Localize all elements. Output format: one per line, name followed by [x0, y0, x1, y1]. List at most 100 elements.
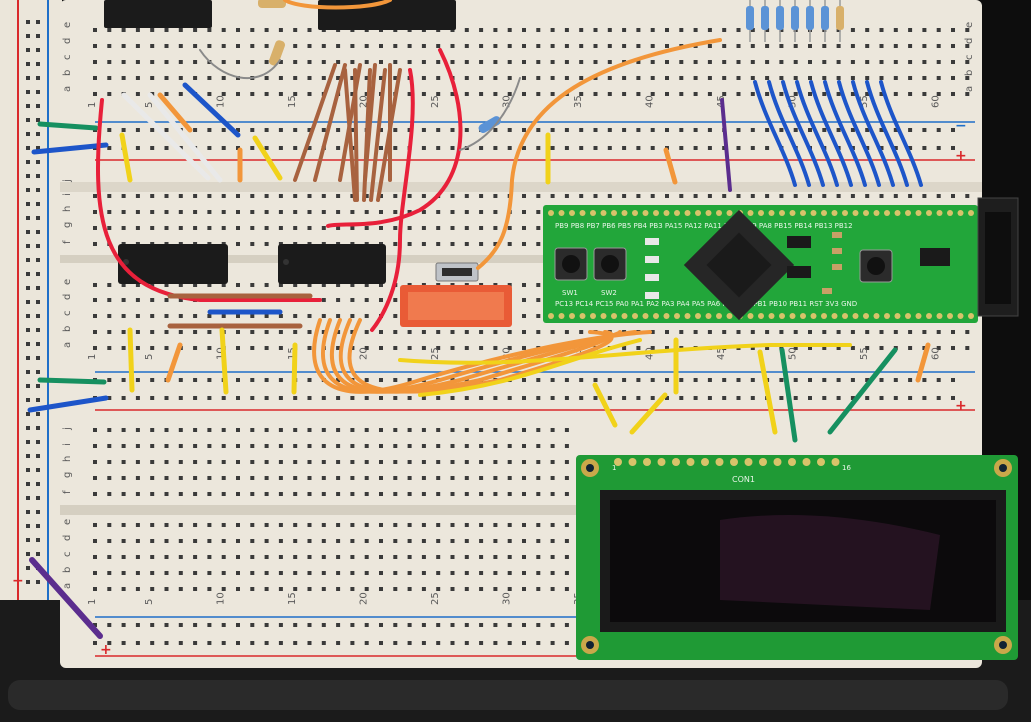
plus-sign-3: +: [12, 573, 24, 589]
row-letter: c: [964, 55, 975, 61]
jumper-wire[interactable]: [837, 80, 881, 187]
jumper-wire[interactable]: [865, 80, 909, 187]
column-number: 30: [502, 95, 513, 108]
jumper-wire[interactable]: [781, 80, 825, 187]
row-letter: i: [62, 443, 73, 446]
jumper-wire[interactable]: [418, 338, 642, 397]
column-number: 1: [87, 354, 98, 360]
jumper-wire[interactable]: [147, 92, 223, 183]
jumper-wire[interactable]: [823, 80, 867, 187]
jumper-wire[interactable]: [157, 92, 193, 133]
jumper-wire[interactable]: [326, 48, 463, 228]
column-number: 1: [87, 102, 98, 108]
jumper-wire[interactable]: [330, 318, 622, 394]
row-letter: f: [62, 240, 73, 244]
row-letter: e: [964, 22, 975, 28]
jumper-wire[interactable]: [879, 80, 923, 187]
row-letter: b: [62, 70, 73, 76]
row-letter: d: [62, 535, 73, 541]
jumper-wire[interactable]: [127, 327, 135, 393]
silkscreen-top: PB9 PB8 PB7 PB6 PB5 PB4 PB3 PA15 PA12 PA…: [555, 222, 853, 230]
row-letter: e: [62, 22, 73, 28]
jumper-wire[interactable]: [283, 0, 392, 10]
column-number: 10: [216, 592, 227, 605]
jumper-wire[interactable]: [369, 68, 387, 202]
jumper-wire[interactable]: [29, 557, 103, 639]
jumper-wire[interactable]: [376, 68, 402, 202]
jumper-wire[interactable]: [182, 82, 241, 138]
row-letter: g: [62, 472, 73, 478]
row-letter: c: [62, 552, 73, 558]
jumper-wire[interactable]: [37, 377, 107, 385]
jumper-wire[interactable]: [827, 347, 898, 435]
jumper-wire[interactable]: [851, 80, 895, 187]
jumper-wire[interactable]: [767, 80, 811, 187]
jumper-wire[interactable]: [338, 63, 362, 182]
row-letter: e: [62, 519, 73, 525]
jumper-wire[interactable]: [592, 382, 618, 428]
ic-chip-icon: [104, 0, 456, 284]
column-number: 35: [573, 95, 584, 108]
jumper-wire[interactable]: [31, 142, 109, 155]
row-letter: d: [62, 38, 73, 44]
jumper-wire[interactable]: [219, 327, 229, 395]
jumper-wire[interactable]: [338, 318, 614, 394]
column-number: 40: [645, 95, 656, 108]
jumper-wire[interactable]: [293, 63, 337, 182]
jumper-wire[interactable]: [720, 98, 732, 192]
row-letter: a: [62, 583, 73, 589]
jumper-wire[interactable]: [915, 342, 931, 383]
jumper-wire[interactable]: [629, 392, 668, 435]
row-letter: i: [62, 193, 73, 196]
jumper-wire[interactable]: [165, 342, 183, 383]
left-power-rail-strip: [0, 0, 62, 600]
column-number: 15: [287, 592, 298, 605]
push-button-icon[interactable]: SW1: [554, 247, 588, 297]
silkscreen-bottom: PC13 PC14 PC15 PA0 PA1 PA2 PA3 PA4 PA5 P…: [555, 300, 857, 308]
row-letter: j: [62, 179, 73, 183]
push-button-icon[interactable]: SW2: [593, 247, 627, 297]
jumper-wire[interactable]: [37, 121, 99, 131]
svg-text:SW1: SW1: [562, 289, 578, 297]
column-number: 60: [931, 347, 942, 360]
jumper-wire[interactable]: [199, 49, 281, 79]
column-number: 25: [430, 95, 441, 108]
jumper-wire[interactable]: [121, 92, 211, 181]
column-number: 10: [216, 95, 227, 108]
jumper-wire[interactable]: [370, 68, 415, 332]
jumper-wire[interactable]: [753, 80, 797, 187]
lcd-connector-label: CON1: [732, 475, 755, 484]
jumper-wire[interactable]: [363, 63, 377, 182]
row-letter: e: [62, 279, 73, 285]
jumper-wires: [27, 0, 931, 639]
column-number: 55: [859, 95, 870, 108]
lcd-pin-first: 1: [612, 464, 616, 472]
jumper-wire[interactable]: [119, 132, 133, 183]
row-letter: h: [62, 456, 73, 462]
svg-text:SW2: SW2: [601, 289, 617, 297]
column-number: 25: [430, 347, 441, 360]
row-letter: c: [62, 311, 73, 317]
row-letter: a: [62, 342, 73, 348]
column-number: 20: [359, 592, 370, 605]
row-letter: c: [62, 55, 73, 61]
jumper-wire[interactable]: [343, 68, 357, 202]
row-letter: f: [62, 490, 73, 494]
push-button-icon[interactable]: [859, 249, 893, 283]
plus-sign-2: +: [955, 398, 967, 414]
column-number: 45: [716, 347, 727, 360]
jumper-wire[interactable]: [779, 347, 798, 443]
jumper-wire[interactable]: [291, 342, 298, 395]
jumper-wire[interactable]: [757, 349, 778, 435]
jumper-wire[interactable]: [663, 147, 678, 185]
jumper-wire[interactable]: [795, 80, 839, 187]
jumper-wire[interactable]: [809, 80, 853, 187]
jumper-wire[interactable]: [476, 38, 722, 270]
jumper-wire[interactable]: [459, 77, 521, 151]
jumper-wire[interactable]: [27, 395, 109, 413]
row-letter: d: [964, 38, 975, 44]
jumper-wire[interactable]: [313, 63, 347, 182]
jumper-wire[interactable]: [252, 135, 283, 181]
row-letter: j: [62, 427, 73, 431]
